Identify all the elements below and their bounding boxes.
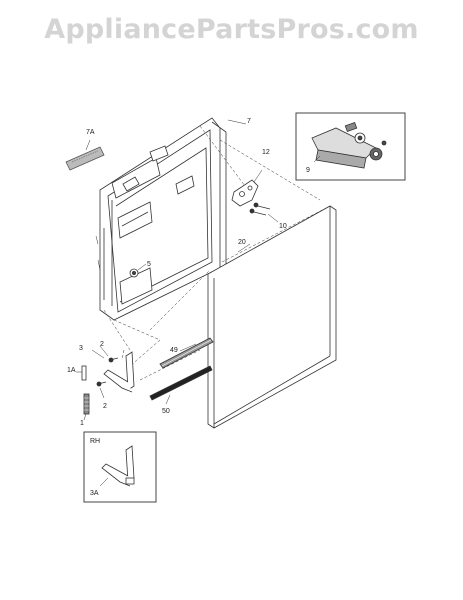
inset-box-rh (83, 431, 157, 503)
callout-49: 49 (170, 347, 178, 354)
callout-rh: RH (90, 438, 100, 445)
callout-7a: 7A (86, 129, 95, 136)
part-9-detergent-dispenser[interactable] (311, 121, 387, 169)
part-3a-hinge-assembly-rh[interactable] (99, 445, 135, 487)
part-10-screws[interactable] (249, 202, 279, 223)
inset-box-part-9 (295, 112, 406, 181)
assembly-guide-lines (103, 125, 331, 381)
part-12-door-latch[interactable] (231, 169, 263, 207)
callout-2-upper: 2 (100, 341, 104, 348)
part-49-seal[interactable] (159, 337, 214, 369)
callout-9: 9 (306, 167, 310, 174)
callout-20: 20 (238, 239, 246, 246)
callout-5: 5 (147, 261, 151, 268)
callout-1a: 1A (67, 367, 76, 374)
part-1a-bracket[interactable] (76, 365, 87, 381)
callout-50: 50 (162, 408, 170, 415)
part-5-fastener[interactable] (129, 263, 147, 278)
callout-1: 1 (80, 420, 84, 427)
callout-2-lower: 2 (103, 403, 107, 410)
part-20-outer-door-panel[interactable] (207, 205, 337, 429)
part-50-strip[interactable] (149, 365, 213, 405)
part-3-hinge-assembly[interactable] (91, 349, 135, 393)
callout-3a: 3A (90, 490, 99, 497)
callout-3: 3 (79, 345, 83, 352)
part-7a-gasket[interactable] (65, 139, 105, 171)
callout-7: 7 (247, 118, 251, 125)
callout-12: 12 (262, 149, 270, 156)
part-2-screws[interactable] (96, 345, 119, 399)
watermark-text: AppliancePartsPros.com (44, 14, 419, 45)
callout-10: 10 (279, 223, 287, 230)
part-1-spring[interactable] (83, 393, 90, 421)
